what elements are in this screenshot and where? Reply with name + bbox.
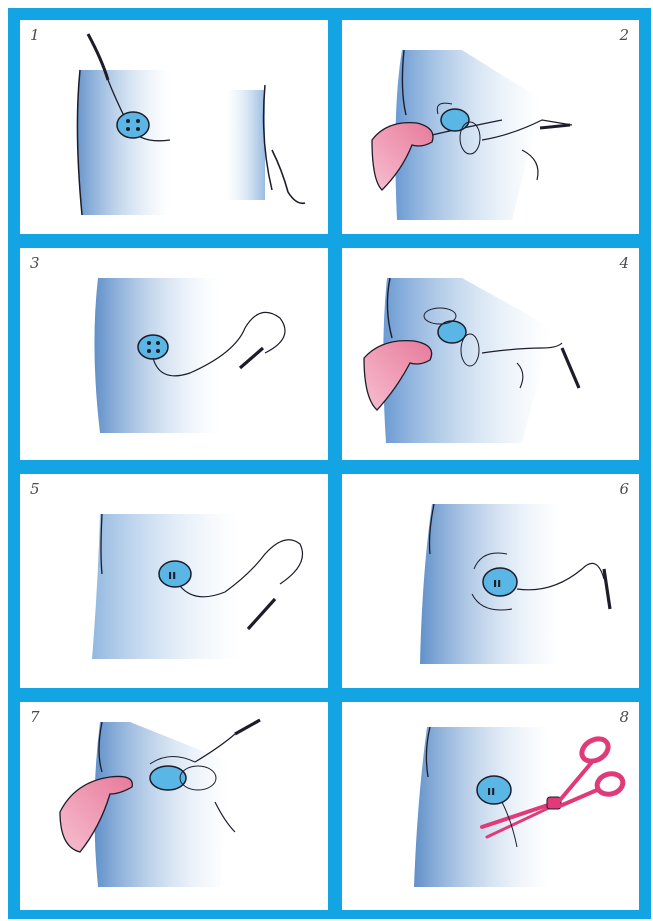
step-number: 4 (619, 254, 629, 272)
step-number: 1 (30, 26, 40, 44)
step-8-illustration: ıı (342, 702, 639, 910)
step-number: 7 (30, 708, 40, 726)
step-panel-7: 7 (20, 702, 328, 910)
svg-text:ıı: ıı (493, 576, 501, 590)
needle (235, 720, 260, 734)
step-number: 2 (619, 26, 629, 44)
fabric-shade (77, 70, 170, 215)
step-panel-1: 1 (20, 20, 328, 234)
button (117, 112, 149, 138)
step-3-illustration (20, 248, 328, 460)
svg-text:ıı: ıı (168, 568, 176, 582)
svg-text:ıı: ıı (487, 784, 495, 798)
step-panel-6: ıı 6 (342, 474, 639, 688)
step-4-illustration (342, 248, 639, 460)
blue-frame: 1 (8, 8, 651, 919)
step-number: 3 (30, 254, 40, 272)
button (150, 766, 186, 790)
needle (562, 348, 579, 388)
step-panel-2: 2 (342, 20, 639, 234)
step-2-illustration (342, 20, 639, 234)
button (441, 109, 469, 131)
step-5-illustration: ıı (20, 474, 328, 688)
step-panel-4: 4 (342, 248, 639, 460)
step-panel-8: ıı 8 (342, 702, 639, 910)
step-7-illustration (20, 702, 328, 910)
step-1-illustration (20, 20, 328, 234)
button (138, 335, 168, 359)
step-panel-3: 3 (20, 248, 328, 460)
needle (248, 599, 275, 629)
step-panel-5: ıı 5 (20, 474, 328, 688)
step-number: 8 (619, 708, 629, 726)
step-number: 5 (30, 480, 40, 498)
needle (604, 569, 610, 609)
step-number: 6 (619, 480, 629, 498)
step-6-illustration: ıı (342, 474, 639, 688)
needle (240, 348, 263, 368)
